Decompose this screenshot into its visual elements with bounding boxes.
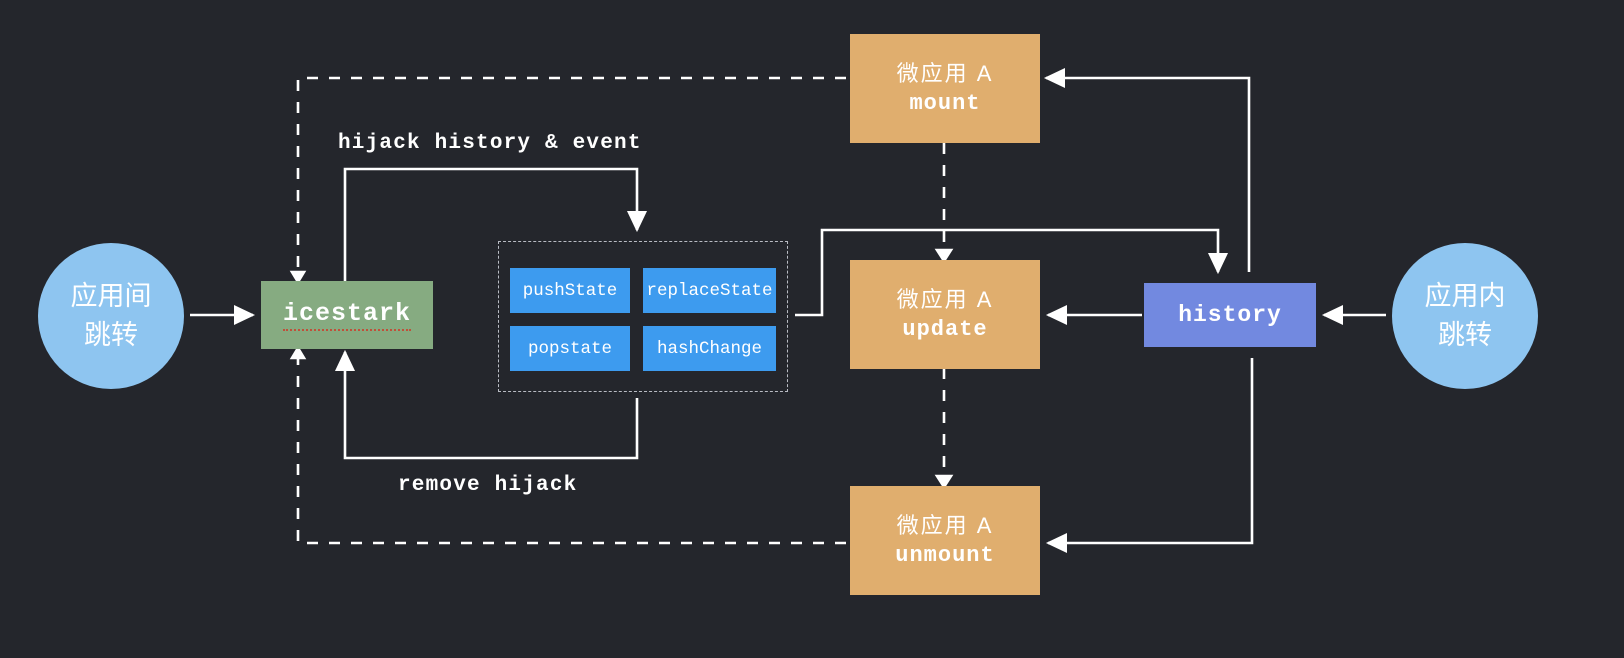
node-in-app-jump-line1: 应用内 [1424, 280, 1506, 311]
node-micro-app-update[interactable]: 微应用 A update [850, 260, 1040, 369]
node-in-app-jump-line2: 跳转 [1438, 320, 1492, 350]
event-popstate-label: popstate [527, 338, 612, 359]
node-micro-app-unmount-en: unmount [895, 542, 995, 568]
node-micro-app-unmount[interactable]: 微应用 A unmount [850, 486, 1040, 595]
node-icestark-label: icestark [282, 299, 412, 331]
node-micro-app-update-cn: 微应用 A [896, 286, 994, 312]
event-push-state[interactable]: pushState [510, 268, 630, 313]
node-history[interactable]: history [1144, 283, 1316, 347]
edge-label-hijack-history-event: hijack history & event [338, 132, 642, 155]
node-micro-app-mount-en: mount [909, 90, 981, 116]
node-history-label: history [1178, 302, 1282, 328]
event-popstate[interactable]: popstate [510, 326, 630, 371]
event-hash-change-label: hashChange [656, 338, 763, 359]
edge-history-to-mount [1043, 67, 1251, 272]
event-replace-state-label: replaceState [646, 280, 773, 301]
node-cross-app-jump-line1: 应用间 [70, 280, 152, 311]
node-micro-app-mount[interactable]: 微应用 A mount [850, 34, 1040, 143]
edge-history-to-unmount [1045, 358, 1254, 554]
events-group [498, 241, 788, 392]
node-micro-app-unmount-cn: 微应用 A [896, 512, 994, 538]
node-cross-app-jump[interactable]: 应用间 跳转 [38, 243, 184, 389]
node-micro-app-mount-cn: 微应用 A [896, 60, 994, 86]
event-replace-state[interactable]: replaceState [643, 268, 776, 313]
event-hash-change[interactable]: hashChange [643, 326, 776, 371]
event-push-state-label: pushState [522, 280, 618, 301]
node-cross-app-jump-line2: 跳转 [84, 320, 138, 350]
node-in-app-jump[interactable]: 应用内 跳转 [1392, 243, 1538, 389]
node-micro-app-update-en: update [902, 316, 988, 342]
node-icestark[interactable]: icestark [261, 281, 433, 349]
edge-label-remove-hijack: remove hijack [398, 474, 578, 497]
arrowhead-icestark-bottom [289, 345, 307, 360]
